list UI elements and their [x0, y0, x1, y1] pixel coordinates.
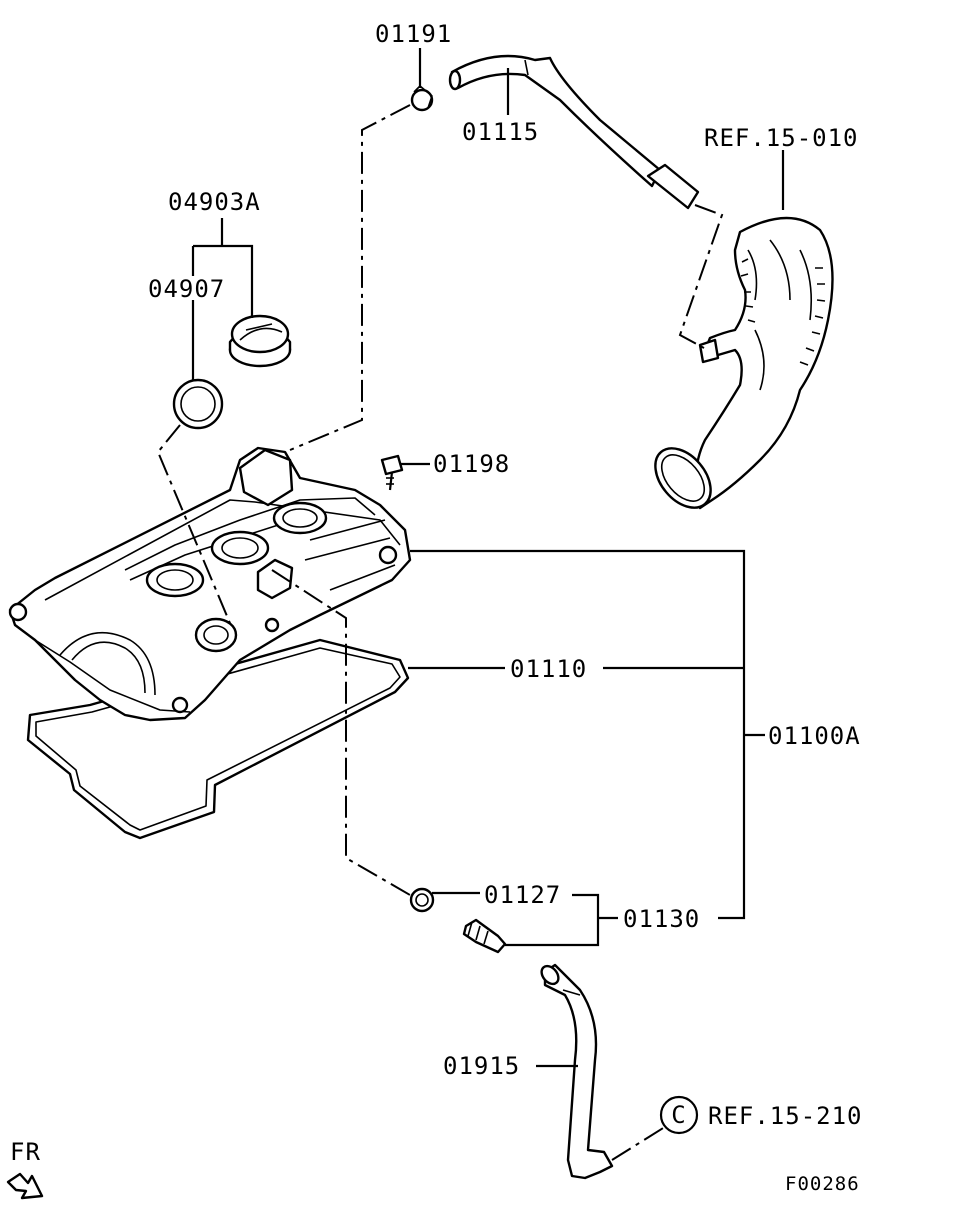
oil-filler-cap[interactable] — [228, 314, 292, 368]
label-04907: 04907 — [148, 275, 225, 303]
leader-04903a — [191, 218, 254, 318]
label-01100a: 01100A — [768, 722, 861, 750]
ref-circle-marker: C — [659, 1095, 699, 1135]
air-intake-hose[interactable] — [644, 216, 834, 518]
front-direction-marker: FR — [6, 1138, 44, 1200]
oil-cap-gasket[interactable] — [172, 378, 224, 430]
label-01115: 01115 — [462, 118, 539, 146]
hose-clamp[interactable] — [410, 85, 434, 112]
leader-hose-to-intake — [678, 204, 724, 349]
leader-hose-to-ref — [611, 1124, 669, 1161]
leader-clamp-to-cover — [289, 104, 411, 451]
label-01110: 01110 — [510, 655, 587, 683]
leader-01100a — [410, 549, 765, 920]
label-01130: 01130 — [623, 905, 700, 933]
diagram-id: F00286 — [785, 1173, 860, 1195]
label-04903a: 04903A — [168, 188, 261, 216]
o-ring[interactable] — [409, 887, 435, 913]
label-01127: 01127 — [484, 881, 561, 909]
leader-01130 — [505, 893, 618, 947]
front-arrow-icon — [6, 1172, 44, 1200]
rocker-cover[interactable] — [8, 446, 412, 722]
pcv-valve[interactable] — [462, 918, 507, 954]
front-label: FR — [10, 1138, 41, 1166]
lower-breather-hose[interactable] — [538, 963, 614, 1180]
mounting-bolt[interactable] — [380, 454, 404, 491]
leader-cap-to-cover — [156, 424, 233, 629]
leader-oring-to-cover — [271, 569, 411, 896]
label-01198: 01198 — [433, 450, 510, 478]
rocker-cover-gasket[interactable] — [26, 638, 410, 840]
ref-circle-letter: C — [671, 1101, 686, 1129]
label-ref-15-210: REF.15-210 — [708, 1102, 863, 1130]
label-01191: 01191 — [375, 20, 452, 48]
label-ref-15-010: REF.15-010 — [704, 124, 859, 152]
label-01915: 01915 — [443, 1052, 520, 1080]
